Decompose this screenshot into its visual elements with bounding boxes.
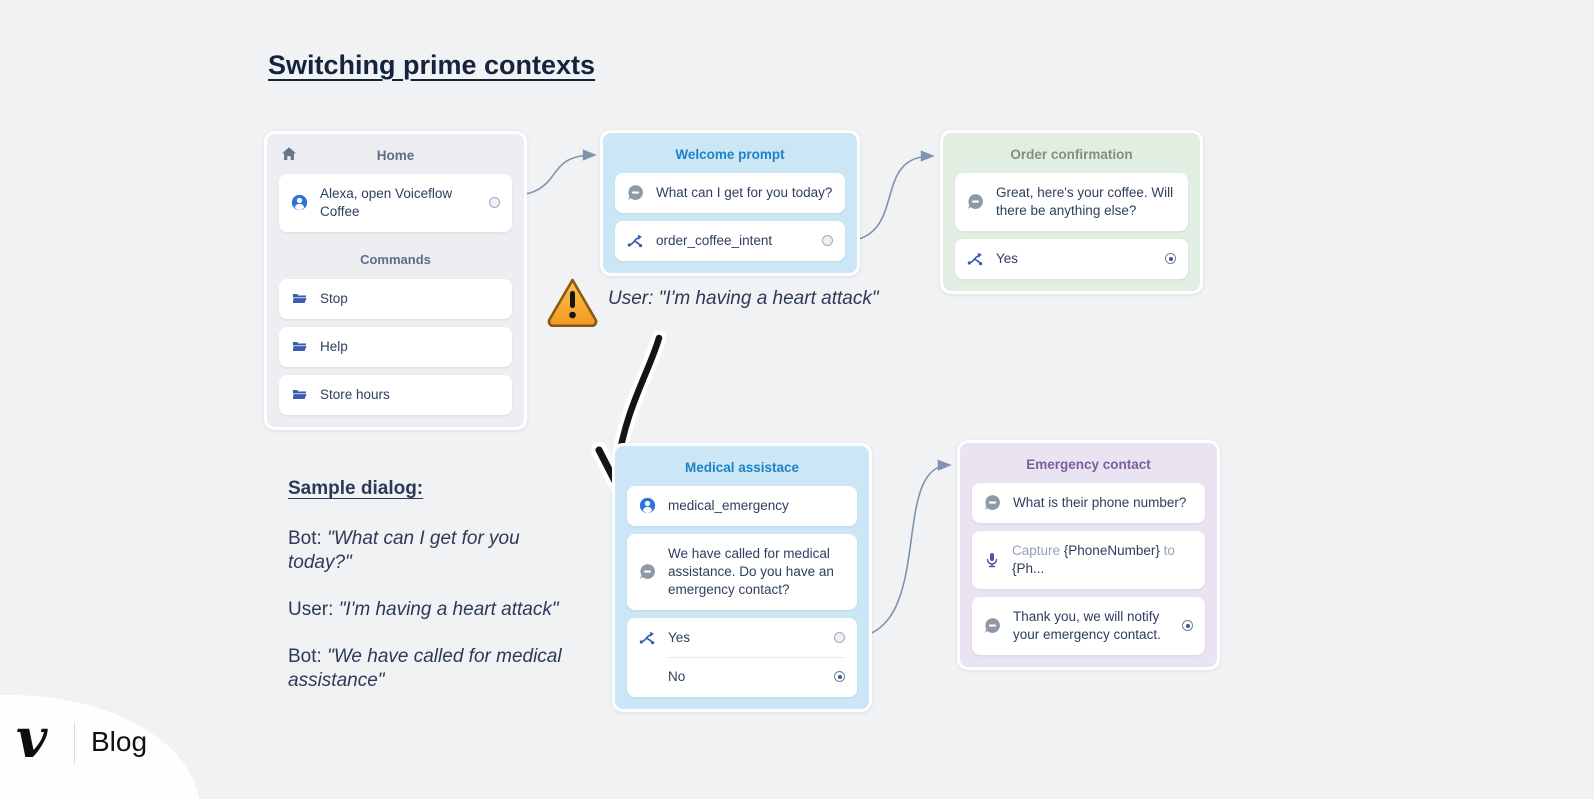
command-help-label: Help [320, 338, 348, 354]
step-capture-phone[interactable]: Capture {PhoneNumber} to {Ph... [972, 530, 1205, 589]
commands-section-label: Commands [360, 251, 431, 267]
intent-icon [627, 232, 644, 249]
step-speak-phone-number[interactable]: What is their phone number? [972, 483, 1205, 523]
step-capture-label: Capture {PhoneNumber} to {Ph... [1012, 542, 1175, 576]
step-medical-choice[interactable]: Yes No [627, 617, 857, 697]
node-order-title: Order confirmation [1010, 147, 1133, 162]
node-welcome-title: Welcome prompt [675, 147, 785, 162]
node-emergency-contact[interactable]: Emergency contact What is their phone nu… [957, 440, 1220, 670]
step-speak-thank-you[interactable]: Thank you, we will notify your emergency… [972, 596, 1205, 655]
step-speak-welcome-label: What can I get for you today? [656, 185, 833, 200]
node-welcome-prompt[interactable]: Welcome prompt What can I get for you to… [600, 130, 860, 276]
dialog-line-bot-2: Bot: "We have called for medical assista… [288, 646, 562, 691]
step-medical-emergency-intent[interactable]: medical_emergency [627, 486, 857, 526]
choice-divider [668, 656, 845, 658]
choice-yes-label: Yes [668, 629, 691, 645]
folder-icon [291, 387, 308, 402]
intent-icon [639, 629, 656, 646]
step-speak-order-label: Great, here's your coffee. Will there be… [996, 185, 1174, 218]
node-home[interactable]: Home Alexa, open Voiceflow Coffee Comman… [264, 131, 527, 430]
port-medical-no[interactable] [834, 671, 845, 683]
command-stop[interactable]: Stop [279, 278, 512, 319]
sample-dialog-heading: Sample dialog: [288, 478, 424, 499]
choice-no-row[interactable]: No [639, 668, 845, 686]
step-speak-thank-you-label: Thank you, we will notify your emergency… [1013, 608, 1161, 642]
step-speak-phone-label: What is their phone number? [1013, 495, 1187, 510]
dialog-line-bot-1: Bot: "What can I get for you today?" [288, 528, 520, 573]
speak-icon [984, 617, 1001, 634]
command-store-hours[interactable]: Store hours [279, 374, 512, 415]
dialog-line-user: User: "I'm having a heart attack" [288, 599, 559, 620]
user-icon [291, 194, 308, 211]
page-title: Switching prime contexts [268, 50, 596, 80]
speak-icon [984, 494, 1001, 511]
port-medical-yes[interactable] [834, 632, 845, 644]
step-alexa-open[interactable]: Alexa, open Voiceflow Coffee [279, 174, 512, 232]
step-speak-medical-label: We have called for medical assistance. D… [668, 545, 834, 597]
choice-no-label: No [668, 668, 686, 684]
sample-dialog: Sample dialog: Bot: "What can I get for … [288, 478, 588, 716]
voiceflow-logo[interactable]: v [16, 706, 48, 770]
speak-icon [639, 563, 656, 580]
command-stop-label: Stop [320, 290, 348, 306]
node-emergency-title: Emergency contact [1026, 457, 1151, 472]
folder-icon [291, 291, 308, 306]
step-order-yes-intent[interactable]: Yes [955, 238, 1188, 279]
speak-icon [627, 184, 644, 201]
logo-divider [74, 722, 75, 764]
port-order-yes[interactable] [1165, 253, 1176, 265]
speak-icon [967, 193, 984, 210]
warning-icon [546, 276, 599, 332]
step-order-yes-label: Yes [996, 250, 1019, 266]
step-medical-emergency-label: medical_emergency [668, 498, 789, 513]
node-medical-title: Medical assistace [684, 460, 800, 475]
microphone-icon [984, 552, 1000, 568]
command-help[interactable]: Help [279, 326, 512, 367]
node-home-title: Home [376, 148, 415, 163]
choice-yes-row[interactable]: Yes [639, 629, 845, 647]
step-speak-welcome[interactable]: What can I get for you today? [615, 173, 845, 213]
user-interrupt-note: User: "I'm having a heart attack" [608, 288, 879, 309]
step-order-coffee-intent-label: order_coffee_intent [656, 232, 773, 248]
user-icon [639, 497, 656, 514]
port-alexa-open[interactable] [489, 197, 500, 209]
folder-icon [291, 339, 308, 354]
blog-label[interactable]: Blog [91, 726, 148, 757]
node-home-header: Home [279, 143, 512, 174]
port-thank-you[interactable] [1182, 620, 1193, 632]
home-icon [282, 147, 296, 160]
step-speak-medical[interactable]: We have called for medical assistance. D… [627, 533, 857, 610]
step-speak-order[interactable]: Great, here's your coffee. Will there be… [955, 173, 1188, 231]
node-order-confirmation[interactable]: Order confirmation Great, here's your co… [940, 130, 1203, 294]
step-order-coffee-intent[interactable]: order_coffee_intent [615, 220, 845, 261]
node-medical-assistance[interactable]: Medical assistace medical_emergency We h… [612, 443, 872, 712]
intent-icon [967, 250, 984, 267]
command-store-hours-label: Store hours [320, 386, 390, 402]
step-alexa-open-label: Alexa, open Voiceflow Coffee [320, 186, 453, 219]
port-order-coffee-intent[interactable] [822, 235, 833, 247]
